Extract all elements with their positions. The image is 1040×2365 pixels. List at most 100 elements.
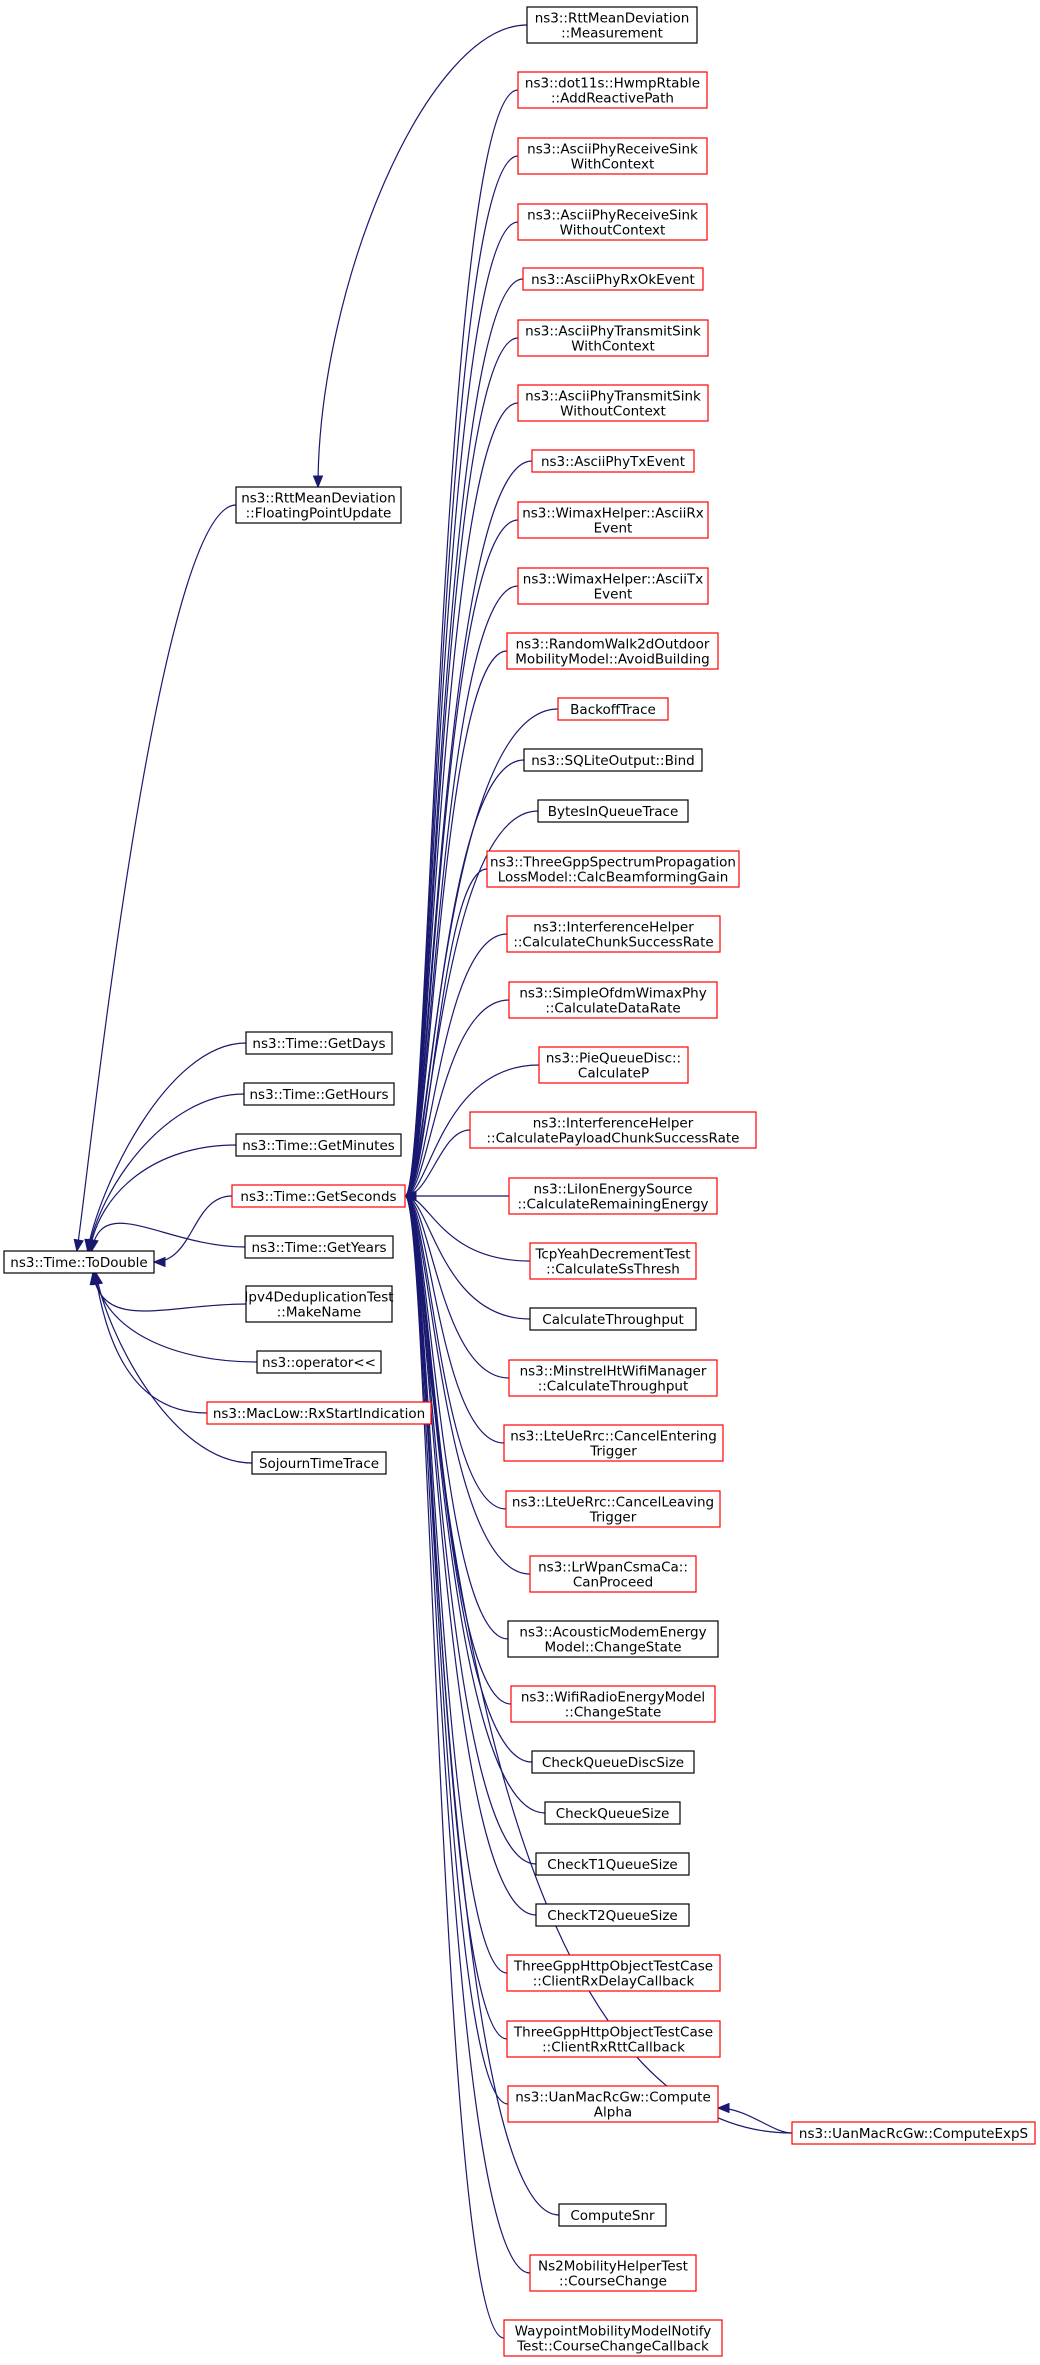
node-label-line: WithoutContext	[560, 404, 666, 420]
node-calculateremainingenergy[interactable]: ns3::LiIonEnergySource::CalculateRemaini…	[508, 1177, 718, 1215]
node-getyears[interactable]: ns3::Time::GetYears	[244, 1235, 394, 1259]
node-label-line: ns3::LteUeRrc::CancelLeaving	[512, 1495, 714, 1511]
node-makename[interactable]: Ipv4DeduplicationTest::MakeName	[244, 1285, 394, 1323]
node-clientrxdelay[interactable]: ThreeGppHttpObjectTestCase::ClientRxDela…	[506, 1954, 721, 1992]
node-rxstartindication[interactable]: ns3::MacLow::RxStartIndication	[206, 1401, 432, 1425]
node-getminutes[interactable]: ns3::Time::GetMinutes	[235, 1133, 402, 1157]
node-sojourntimetrace[interactable]: SojournTimeTrace	[251, 1451, 387, 1475]
node-label-line: ns3::SimpleOfdmWimaxPhy	[519, 986, 706, 1002]
node-box	[506, 632, 719, 670]
node-label-line: ns3::Time::GetHours	[249, 1087, 388, 1103]
edge-sqlitebind-to-getseconds	[404, 759, 525, 1197]
node-box	[245, 1031, 393, 1055]
node-label-line: CalculateThroughput	[542, 1312, 683, 1328]
node-backofftrace[interactable]: BackoffTrace	[557, 697, 669, 721]
node-label-line: ns3::Time::ToDouble	[10, 1255, 147, 1271]
node-label-line: ns3::AsciiPhyTransmitSink	[525, 324, 701, 340]
node-asciiphytxevent[interactable]: ns3::AsciiPhyTxEvent	[531, 449, 695, 473]
node-label-line: ns3::AsciiPhyTransmitSink	[525, 389, 701, 405]
node-clientrxrtt[interactable]: ThreeGppHttpObjectTestCase::ClientRxRttC…	[506, 2020, 721, 2058]
node-label-line: CalculateP	[578, 1066, 649, 1082]
node-computesnr[interactable]: ComputeSnr	[558, 2203, 667, 2227]
node-label-line: ns3::UanMacRcGw::ComputeExpS	[799, 2126, 1028, 2142]
node-getseconds[interactable]: ns3::Time::GetSeconds	[231, 1184, 406, 1208]
node-getdays[interactable]: ns3::Time::GetDays	[245, 1031, 393, 1055]
node-gethours[interactable]: ns3::Time::GetHours	[243, 1082, 395, 1106]
edge-floatingpointupdate-to-todouble	[76, 504, 237, 1252]
node-calculatechunksuccessrate[interactable]: ns3::InterferenceHelper::CalculateChunkS…	[506, 915, 721, 953]
node-asciiphyrxokevent[interactable]: ns3::AsciiPhyRxOkEvent	[522, 267, 704, 291]
node-acousticchangestate[interactable]: ns3::AcousticModemEnergyModel::ChangeSta…	[507, 1620, 719, 1658]
node-wifichangestate[interactable]: ns3::WifiRadioEnergyModel::ChangeState	[510, 1685, 716, 1723]
node-label-line: ::ClientRxRttCallback	[542, 2040, 685, 2056]
arrowhead	[73, 1238, 84, 1253]
node-calculatep[interactable]: ns3::PieQueueDisc::CalculateP	[538, 1046, 689, 1084]
node-box	[537, 799, 689, 823]
node-box	[544, 1801, 681, 1825]
node-box	[517, 71, 708, 109]
node-calculatessthresh[interactable]: TcpYeahDecrementTest::CalculateSsThresh	[529, 1242, 697, 1280]
node-box	[506, 915, 721, 953]
node-label-line: ThreeGppHttpObjectTestCase	[513, 1959, 713, 1975]
node-checkt1[interactable]: CheckT1QueueSize	[535, 1852, 690, 1876]
edge-getdays-to-todouble	[87, 1042, 247, 1252]
node-label-line: ::ClientRxDelayCallback	[533, 1974, 695, 1990]
node-label-line: Event	[594, 521, 633, 537]
edge-getminutes-to-todouble	[89, 1144, 237, 1252]
node-box	[535, 1852, 690, 1876]
node-calcbeamforminggain[interactable]: ns3::ThreeGppSpectrumPropagationLossMode…	[486, 850, 740, 888]
node-label-line: ::CalculateRemainingEnergy	[517, 1197, 708, 1213]
node-computeexps[interactable]: ns3::UanMacRcGw::ComputeExpS	[791, 2121, 1036, 2145]
node-addreactivepath[interactable]: ns3::dot11s::HwmpRtable::AddReactivePath	[517, 71, 708, 109]
node-box	[506, 1954, 721, 1992]
node-bytesinqueuetrace[interactable]: BytesInQueueTrace	[537, 799, 689, 823]
node-coursechange[interactable]: Ns2MobilityHelperTest::CourseChange	[529, 2254, 697, 2292]
edge-bytesinqueuetrace-to-getseconds	[404, 810, 539, 1197]
node-box	[517, 567, 709, 605]
node-box	[507, 2085, 719, 2123]
edge-avoidbuilding-to-getseconds	[404, 650, 508, 1197]
node-label-line: ns3::InterferenceHelper	[533, 1116, 694, 1132]
node-checkqueuesize[interactable]: CheckQueueSize	[544, 1801, 681, 1825]
node-label-line: Trigger	[589, 1510, 637, 1526]
node-label-line: ns3::Time::GetMinutes	[242, 1138, 395, 1154]
arrowhead	[88, 1238, 99, 1253]
node-floatingpointupdate[interactable]: ns3::RttMeanDeviation::FloatingPointUpda…	[235, 486, 402, 524]
node-box	[517, 501, 709, 539]
edges-layer	[73, 24, 793, 2339]
node-calculatepayloadchunk[interactable]: ns3::InterferenceHelper::CalculatePayloa…	[469, 1111, 757, 1149]
node-box	[506, 2020, 721, 2058]
edge-asciiphytransmitsinkwithout-to-getseconds	[404, 402, 519, 1197]
node-minstrelcalculatethroughput[interactable]: ns3::MinstrelHtWifiManager::CalculateThr…	[508, 1359, 718, 1397]
node-avoidbuilding[interactable]: ns3::RandomWalk2dOutdoorMobilityModel::A…	[506, 632, 719, 670]
node-calculatedatarate[interactable]: ns3::SimpleOfdmWimaxPhy::CalculateDataRa…	[508, 981, 718, 1019]
node-calculatethroughput[interactable]: CalculateThroughput	[529, 1307, 697, 1331]
node-label-line: Test::CourseChangeCallback	[516, 2339, 709, 2355]
node-sqlitebind[interactable]: ns3::SQLiteOutput::Bind	[523, 748, 703, 772]
node-label-line: ns3::AsciiPhyRxOkEvent	[531, 272, 695, 288]
node-label-line: WithoutContext	[560, 223, 666, 239]
node-box	[251, 1451, 387, 1475]
node-label-line: ns3::AcousticModemEnergy	[519, 1625, 706, 1641]
node-label-line: CheckQueueDiscSize	[542, 1755, 684, 1771]
node-operator[interactable]: ns3::operator<<	[256, 1350, 382, 1374]
node-coursechangecallback[interactable]: WaypointMobilityModelNotifyTest::CourseC…	[503, 2319, 723, 2357]
node-canproceed[interactable]: ns3::LrWpanCsmaCa::CanProceed	[529, 1555, 697, 1593]
node-checkt2[interactable]: CheckT2QueueSize	[535, 1903, 690, 1927]
edge-canproceed-to-getseconds	[404, 1195, 531, 1575]
node-label-line: ns3::dot11s::HwmpRtable	[525, 76, 700, 92]
node-label-line: Event	[594, 587, 633, 603]
node-checkqueuedisc[interactable]: CheckQueueDiscSize	[531, 1750, 695, 1774]
edge-operator-to-todouble	[93, 1272, 258, 1363]
node-label-line: ::CalculateThroughput	[538, 1379, 689, 1395]
node-measurement[interactable]: ns3::RttMeanDeviation::Measurement	[526, 6, 698, 44]
